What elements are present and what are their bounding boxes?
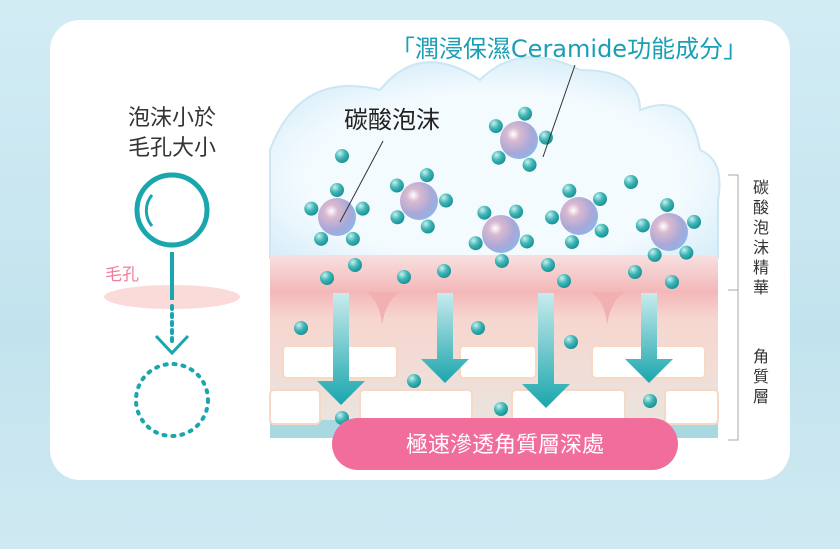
ceramide-molecule <box>304 183 370 246</box>
side-label-char: 角 <box>753 347 769 366</box>
side-label-char: 泡 <box>753 218 769 237</box>
ceramide-dot <box>420 219 435 234</box>
ceramide-dot <box>564 335 578 349</box>
bubble-icon <box>134 172 210 438</box>
ceramide-dot <box>522 157 537 172</box>
stratum-label: 角質層 <box>753 347 769 406</box>
ceramide-leader-line <box>542 64 576 158</box>
banner: 極速滲透角質層深處 <box>332 418 678 470</box>
ceramide-dot <box>294 321 308 335</box>
ceramide-dot <box>407 374 421 388</box>
ceramide-dot <box>647 247 662 262</box>
ceramide-dot <box>538 130 553 145</box>
pore-label: 毛孔 <box>105 265 139 285</box>
down-arrow-icon <box>317 293 365 405</box>
ceramide-dot <box>471 321 485 335</box>
skin-cell <box>269 389 321 425</box>
side-label-char: 層 <box>753 387 769 406</box>
ceramide-dot <box>545 210 560 225</box>
ceramide-dot <box>518 106 533 121</box>
ceramide-dot <box>628 265 642 279</box>
ceramide-molecule <box>389 168 453 234</box>
side-label-char: 酸 <box>753 198 769 217</box>
ceramide-dot <box>494 253 509 268</box>
ceramide-dot <box>541 258 555 272</box>
foam-label: 碳酸泡沫 <box>344 106 440 134</box>
skin-cell <box>459 345 537 379</box>
side-label-char: 華 <box>753 278 769 297</box>
penetration-arrows <box>317 293 673 408</box>
side-label-char: 碳 <box>753 178 769 197</box>
ceramide-dot <box>594 223 609 238</box>
ceramide-dot <box>665 275 679 289</box>
ceramide-dot <box>320 271 334 285</box>
side-label-char: 精 <box>753 258 769 277</box>
foam-leader-line <box>339 140 384 223</box>
ceramide-dot <box>304 201 319 216</box>
ceramide-dot <box>592 192 607 207</box>
side-label-char: 質 <box>753 367 769 386</box>
ceramide-dot <box>419 168 434 183</box>
bubble-size-line2: 毛孔大小 <box>128 136 216 161</box>
ceramide-dot <box>468 236 483 251</box>
ceramide-dot <box>660 198 675 213</box>
ceramide-dot <box>679 245 694 260</box>
ceramide-dot <box>397 270 411 284</box>
ceramide-dot <box>437 264 451 278</box>
ceramide-dot <box>335 149 349 163</box>
title: 「潤浸保濕Ceramide功能成分」 <box>391 35 747 63</box>
ceramide-dot <box>345 231 360 246</box>
layer-brackets <box>728 174 739 441</box>
ceramide-dot <box>438 193 453 208</box>
ceramide-dot <box>494 402 508 416</box>
side-label-char: 沫 <box>753 238 769 257</box>
ceramide-dot <box>314 231 329 246</box>
ceramide-dot <box>519 234 534 249</box>
ceramide-dot <box>488 119 503 134</box>
bubble-size-line1: 泡沫小於 <box>128 106 216 131</box>
skin-cell <box>664 389 719 425</box>
ceramide-dot <box>635 218 650 233</box>
ceramide-dot <box>509 204 524 219</box>
down-arrow-icon <box>522 293 570 408</box>
ceramide-dot <box>565 235 580 250</box>
ceramide-dot <box>687 214 702 229</box>
ceramide-molecule <box>468 204 534 268</box>
down-arrow-icon <box>421 293 469 383</box>
ceramide-dot <box>624 175 638 189</box>
ceramide-dot <box>491 150 506 165</box>
down-arrow-icon <box>625 293 673 383</box>
ceramide-dot <box>390 210 405 225</box>
ceramide-dot <box>477 205 492 220</box>
ceramide-dot <box>562 183 577 198</box>
ceramide-molecule <box>635 198 702 262</box>
ceramide-dot <box>557 274 571 288</box>
ceramide-dot <box>643 394 657 408</box>
ceramide-molecule <box>545 183 609 250</box>
ceramide-dot <box>348 258 362 272</box>
banner-text: 極速滲透角質層深處 <box>406 433 604 458</box>
ceramide-dot <box>389 178 404 193</box>
ceramide-dot <box>355 201 370 216</box>
ceramide-dot <box>330 183 344 197</box>
ceramide-molecule <box>488 106 553 172</box>
molecules <box>294 106 702 425</box>
